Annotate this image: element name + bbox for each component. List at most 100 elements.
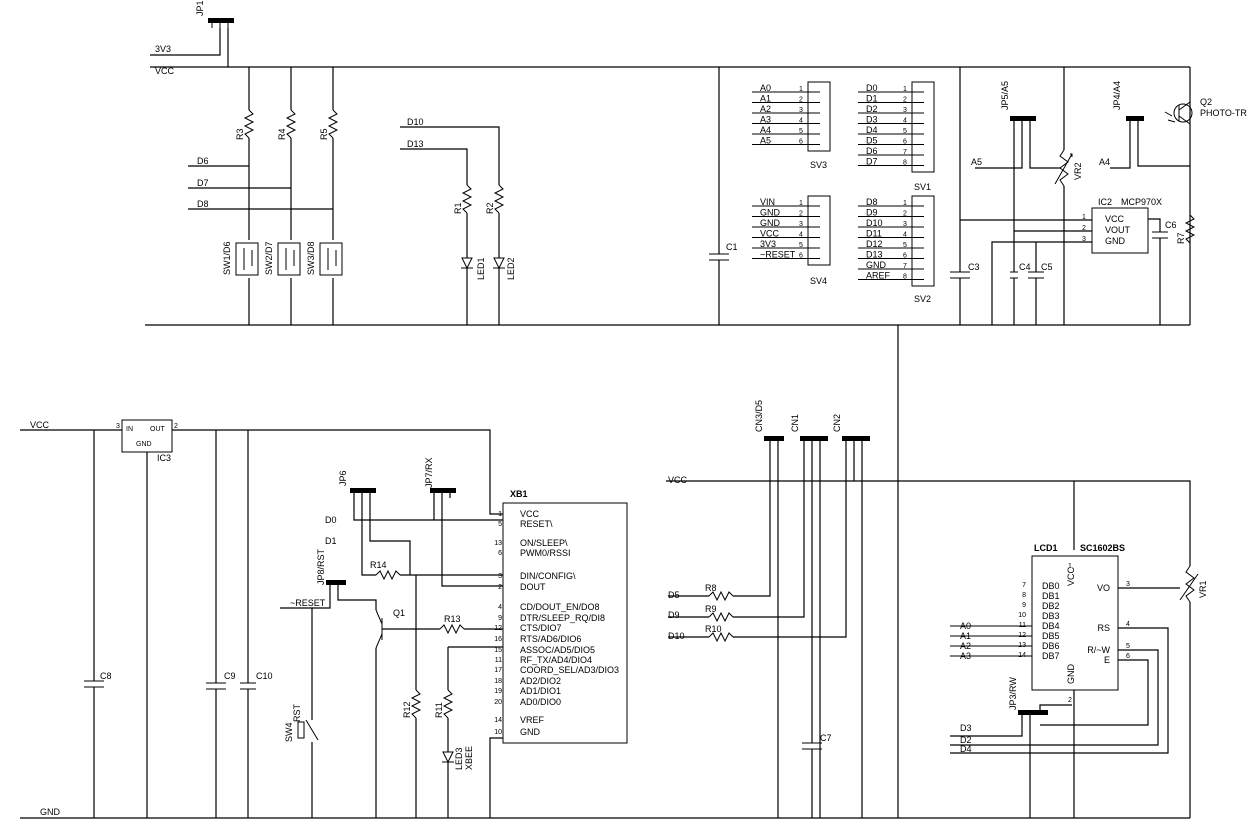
svg-text:3: 3 [1082, 236, 1086, 243]
r4-label: R4 [277, 128, 287, 140]
jp4-label: JP4/A4 [1112, 81, 1122, 110]
led1-label: LED1 [476, 257, 486, 280]
right-lower-connectors [666, 436, 1191, 818]
lcd1-pin-number: 4 [1126, 621, 1130, 628]
net-a3: A3 [960, 651, 971, 661]
q2-name: PHOTO-TR [1200, 108, 1247, 118]
jp6-label: JP6 [338, 470, 348, 486]
jp8-label: JP8/RST [316, 548, 326, 585]
vr1-label: VR1 [1198, 580, 1208, 598]
xb1-pin-number: 2 [498, 584, 502, 591]
xb1-pin-number: 14 [494, 717, 502, 724]
sv2-pin-label: D11 [866, 229, 882, 239]
xb1-pin-name: GND [520, 727, 541, 737]
sv2-pin-number: 2 [903, 211, 907, 218]
sv1-pin-label: D7 [866, 157, 878, 167]
sv1-pin-label: D2 [866, 104, 878, 114]
xb1-pin-number: 3 [498, 573, 502, 580]
xb1-pin-number: 5 [498, 521, 502, 528]
xb1-pin-name: PWM0/RSSI [520, 548, 571, 558]
sv2-pin-label: D12 [866, 239, 883, 249]
r14-label: R14 [370, 560, 387, 570]
sv2-pin-label: D8 [866, 197, 878, 207]
net-3v3: 3V3 [155, 44, 171, 54]
lcd1-pin-name: VO [1097, 583, 1110, 593]
xb1-pin-name: AD2/DIO2 [520, 676, 561, 686]
sv1-pin-label: D1 [866, 94, 878, 104]
sv3-pin-number: 5 [799, 128, 803, 135]
led-column [400, 126, 505, 325]
xb1-pin-name: DIN/CONFIG\ [520, 571, 576, 581]
xb1-body [502, 502, 628, 744]
lcd1-pin-name: DB5 [1042, 631, 1060, 641]
r13-label: R13 [444, 614, 461, 624]
xb1-pin-number: 18 [494, 678, 502, 685]
sv3-pin-number: 3 [799, 107, 803, 114]
xb1-pin-number: 4 [498, 604, 502, 611]
sv4-pin-number: 2 [799, 211, 803, 218]
xb1-pin-name: AD1/DIO1 [520, 686, 561, 696]
r9-label: R9 [705, 604, 717, 614]
sv4-pin-number: 3 [799, 221, 803, 228]
sv3-body [807, 81, 831, 152]
sv4-pin-number: 1 [799, 200, 803, 207]
lcd-wiring [950, 565, 1199, 818]
sv2-pin-label: D13 [866, 250, 883, 260]
xb1-pin-name: AD0/DIO0 [520, 697, 561, 707]
sv4-pin-label: ~RESET [760, 250, 796, 260]
sv2-pin-number: 7 [903, 263, 907, 270]
ic2-pin-vcc: VCC [1105, 214, 1125, 224]
sw4-name: RST [292, 703, 302, 722]
net-d4: D4 [960, 744, 972, 754]
sv3-pin-label: A0 [760, 83, 771, 93]
sw1-symbol [235, 242, 259, 276]
xb1-pin-number: 17 [494, 667, 502, 674]
sv3-pin-number: 6 [799, 139, 803, 146]
sv2-body [911, 195, 935, 287]
lcd1-pin-number: 9 [1022, 602, 1026, 609]
r3-r5-columns [188, 67, 339, 325]
sv3-pin-label: A4 [760, 125, 771, 135]
sensor-section [950, 67, 1196, 325]
lcd1-pin-name: DB6 [1042, 641, 1060, 651]
sv2-pin-number: 5 [903, 242, 907, 249]
sv1-pin-number: 6 [903, 139, 907, 146]
ic2-label: IC2 [1098, 197, 1112, 207]
r7-label: R7 [1176, 232, 1186, 244]
net-a4: A4 [1099, 157, 1110, 167]
lcd1-pin-name: DB1 [1042, 591, 1060, 601]
lcd1-pin-number: 3 [1126, 581, 1130, 588]
sv1-pin-number: 4 [903, 118, 907, 125]
svg-text:1: 1 [1082, 214, 1086, 221]
c3-label: C3 [968, 262, 980, 272]
sv2-pin-label: D10 [866, 218, 883, 228]
sv3-pin-label: A2 [760, 104, 771, 114]
led3-label: LED3 [454, 747, 464, 770]
xb1-pin-name: VCC [520, 509, 540, 519]
xb1-pin-number: 10 [494, 729, 502, 736]
sw1-label: SW1/D6 [222, 241, 232, 275]
net-d13: D13 [407, 139, 424, 149]
xb1-pin-name: RF_TX/AD4/DIO4 [520, 655, 592, 665]
xb1-pin-number: 11 [495, 657, 502, 664]
sv2-pin-number: 1 [903, 200, 907, 207]
cn1-label: CN1 [790, 414, 800, 432]
c8-label: C8 [100, 671, 112, 681]
sv4-pin-number: 6 [799, 253, 803, 260]
led3-name: XBEE [464, 746, 474, 770]
sv3-pin-number: 4 [799, 118, 803, 125]
xb1-pin-name: RTS/AD6/DIO6 [520, 634, 581, 644]
sv4-pin-label: GND [760, 208, 781, 218]
sv2-pin-label: GND [866, 260, 887, 270]
xb1-pin-number: 13 [494, 540, 502, 547]
net-a0: A0 [960, 621, 971, 631]
net-reset: ~RESET [290, 598, 326, 608]
ic2-pin-gnd: GND [1105, 236, 1126, 246]
lcd1-label: LCD1 [1034, 543, 1058, 553]
lcd1-pin-name: DB4 [1042, 621, 1060, 631]
svg-text:2: 2 [174, 423, 178, 430]
xb1-pin-name: RESET\ [520, 519, 553, 529]
xb1-pin-name: ASSOC/AD5/DIO5 [520, 645, 595, 655]
net-d10b: D10 [668, 631, 685, 641]
